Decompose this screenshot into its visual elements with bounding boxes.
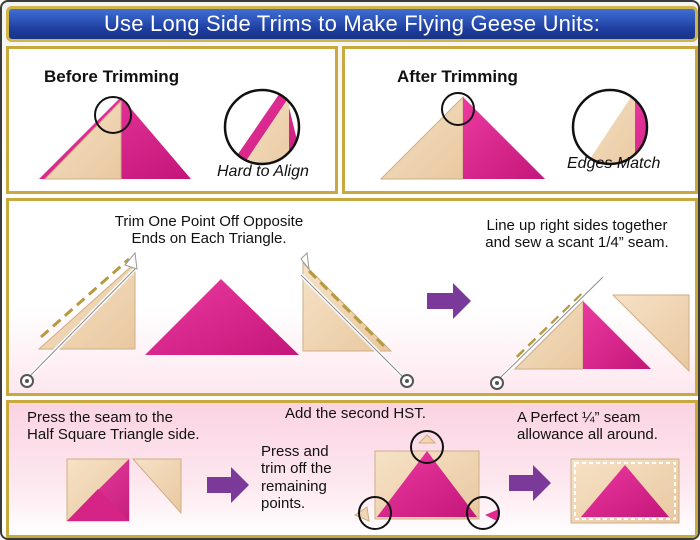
- step-trim-points: Press and trim off the remaining points.: [261, 443, 332, 512]
- instruction-sew: Line up right sides together and sew a s…: [457, 217, 697, 252]
- before-heading: Before Trimming: [44, 67, 180, 86]
- before-illustration: [39, 88, 301, 180]
- after-heading: After Trimming: [397, 67, 518, 86]
- callout-circle: [466, 496, 500, 530]
- callout-circle: [441, 92, 475, 126]
- instruction-sew-line-1: Line up right sides together: [486, 217, 668, 234]
- finish-illustration: [66, 430, 680, 530]
- trim-sew-illustration: [20, 251, 690, 390]
- pink-triangle: [377, 451, 477, 517]
- trim-dashed-line: [307, 269, 389, 351]
- pink-triangle: [581, 465, 669, 517]
- instruction-trim: Trim One Point Off Opposite Ends on Each…: [79, 213, 339, 248]
- step-press-seam: Press the seam to the Half Square Triang…: [27, 409, 200, 444]
- after-caption: Edges Match: [567, 155, 661, 172]
- step-press-seam-line-1: Press the seam to the: [27, 409, 173, 426]
- step-trim-points-line-4: points.: [261, 494, 306, 512]
- panel-finish: Press the seam to the Half Square Triang…: [6, 400, 698, 538]
- pink-triangle: [145, 279, 299, 355]
- tan-triangle: [131, 458, 182, 515]
- seam-allowance-outline: [574, 462, 676, 520]
- step-trim-points-line-2: trim off the: [261, 460, 332, 478]
- instruction-trim-line-1: Trim One Point Off Opposite: [114, 213, 304, 230]
- arrow-right-icon: [427, 283, 471, 319]
- pink-triangle: [583, 301, 651, 369]
- page-title: Use Long Side Trims to Make Flying Geese…: [103, 11, 601, 36]
- callout-circle: [410, 430, 444, 464]
- panel-trim-and-sew: Trim One Point Off Opposite Ends on Each…: [6, 198, 698, 396]
- ruler-edge-outline: [28, 268, 136, 378]
- step-perfect-seam-line-2: allowance all around.: [517, 426, 658, 444]
- tan-triangle: [513, 299, 584, 370]
- step-trim-points-line-1: Press and: [261, 443, 329, 460]
- step-press-seam-line-2: Half Square Triangle side.: [27, 426, 200, 444]
- callout-circle: [94, 96, 132, 134]
- panel-before-trimming: Before Trimming: [6, 46, 338, 194]
- step-perfect-seam: A Perfect ¼” seam allowance all around.: [517, 409, 658, 444]
- tan-triangle: [611, 294, 690, 373]
- tan-triangle: [43, 99, 122, 180]
- arrow-right-icon: [509, 465, 551, 501]
- instruction-trim-line-2: Ends on Each Triangle.: [131, 230, 287, 248]
- instruction-sew-line-2: and sew a scant 1/4” seam.: [485, 234, 669, 252]
- step-trim-points-line-3: remaining: [261, 477, 327, 495]
- arrow-right-icon: [207, 467, 249, 503]
- tan-triangle: [37, 261, 136, 350]
- after-illustration: [379, 88, 649, 180]
- before-caption: Hard to Align: [217, 163, 309, 180]
- step-add-second-hst: Add the second HST.: [285, 405, 426, 422]
- callout-circle: [358, 496, 392, 530]
- tan-triangle: [379, 95, 464, 180]
- step-perfect-seam-line-1: A Perfect ¼” seam: [517, 409, 641, 426]
- panel-after-trimming: After Trimming Edges Match: [342, 46, 698, 194]
- title-bar: Use Long Side Trims to Make Flying Geese…: [6, 6, 698, 42]
- trim-dashed-line: [40, 257, 130, 339]
- pink-triangle: [463, 97, 545, 179]
- zoom-circle-after: [571, 88, 649, 166]
